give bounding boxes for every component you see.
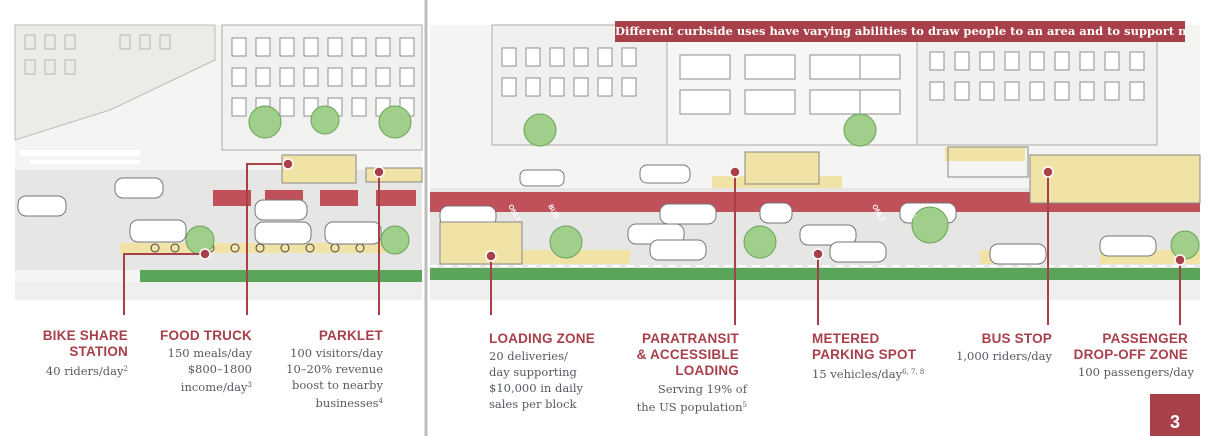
parklet-label: PARKLET — [283, 328, 383, 344]
metered-parking-desc-line-1: 15 vehicles/day — [812, 367, 903, 381]
right-bike-lane — [430, 268, 1200, 280]
dot-loading-zone — [485, 250, 497, 262]
loading-zone-label: LOADING ZONE — [489, 331, 619, 347]
leader-food-truck — [246, 163, 288, 315]
food-truck-label-line-1: FOOD TRUCK — [160, 328, 252, 343]
paratransit-label: PARATRANSIT & ACCESSIBLE LOADING — [625, 331, 739, 379]
left-trees — [248, 105, 412, 139]
food-truck-footnote: 3 — [247, 381, 252, 389]
parklet-label-line-1: PARKLET — [318, 328, 383, 343]
bus-stop-desc: 1,000 riders/day — [940, 348, 1052, 364]
bus-stop-label-line-1: BUS STOP — [981, 331, 1052, 346]
left-panel — [14, 24, 423, 300]
parklet-desc-line-4: businesses — [315, 396, 379, 410]
food-truck-desc-line-2: $800–1800 — [187, 362, 252, 376]
loading-truck — [439, 221, 523, 265]
loading-zone-desc-line-1: 20 deliveries/ — [489, 349, 568, 363]
right-sidewalk-front — [430, 280, 1200, 300]
passenger-dropoff-desc-line-1: 100 passengers/day — [1078, 365, 1194, 379]
passenger-dropoff-desc: 100 passengers/day — [1055, 364, 1194, 380]
food-truck-desc-line-3: income/day — [180, 380, 248, 394]
left-road — [15, 170, 422, 270]
dot-bus-stop — [1042, 166, 1054, 178]
banner-caption: Different curbside uses have varying abi… — [615, 21, 1185, 42]
leader-lines — [123, 163, 1181, 325]
bike-share-label: BIKE SHARE STATION — [20, 328, 128, 360]
bike-share-label-line-1: BIKE SHARE — [42, 328, 128, 343]
bus-lane — [430, 192, 1200, 212]
paratransit-label-line-1: PARATRANSIT — [642, 331, 739, 346]
dot-metered — [812, 248, 824, 260]
bike-share-footnote: 2 — [123, 365, 128, 373]
bike-share-desc: 40 riders/day2 — [20, 361, 128, 379]
left-crosswalk — [20, 150, 140, 164]
parklet-footnote: 4 — [378, 397, 383, 405]
leader-dots — [199, 158, 1186, 266]
parklet-desc-line-2: 10–20% revenue — [286, 362, 383, 376]
passenger-dropoff-label-line-1: PASSENGER — [1102, 331, 1188, 346]
leader-bike-share — [123, 253, 205, 315]
paratransit-desc: Serving 19% of the US population5 — [615, 381, 747, 415]
metered-parking-label-line-2: PARKING SPOT — [812, 347, 917, 362]
metered-parking-label-line-1: METERED — [812, 331, 880, 346]
page-number: 3 — [1150, 394, 1200, 436]
bike-share-bikes — [150, 243, 365, 253]
loading-zone-desc: 20 deliveries/ day supporting $10,000 in… — [489, 348, 619, 412]
left-sidewalk-front — [15, 282, 422, 300]
right-median-trees — [549, 206, 1200, 260]
bike-share-label-line-2: STATION — [69, 344, 128, 359]
metered-parking-footnote: 6, 7, 8 — [902, 368, 925, 376]
paratransit-label-line-2: & ACCESSIBLE — [636, 347, 739, 362]
metered-parking-label: METERED PARKING SPOT — [812, 331, 942, 363]
right-building-windows — [501, 47, 1145, 115]
left-cars — [17, 177, 382, 245]
left-buildings-far — [14, 24, 216, 141]
dot-bike-share — [199, 248, 211, 260]
right-cars — [439, 164, 1157, 265]
dot-parklet — [373, 166, 385, 178]
left-main-windows — [231, 37, 415, 117]
food-truck-desc-line-1: 150 meals/day — [167, 346, 252, 360]
dot-paratransit — [729, 166, 741, 178]
paratransit-desc-line-1: Serving 19% of — [657, 382, 747, 396]
bus-stop-desc-line-1: 1,000 riders/day — [956, 349, 1052, 363]
loading-zone-desc-line-4: sales per block — [489, 397, 577, 411]
paratransit-footnote: 5 — [742, 401, 747, 409]
bus-stop-label: BUS STOP — [950, 331, 1052, 347]
parklet-desc-line-1: 100 visitors/day — [290, 346, 383, 360]
loading-zone-desc-line-3: $10,000 in daily — [489, 381, 584, 395]
food-truck-label: FOOD TRUCK — [150, 328, 252, 344]
left-building-windows — [24, 34, 171, 75]
food-truck-vehicle — [281, 154, 357, 184]
paratransit-bus — [744, 151, 820, 185]
paratransit-desc-line-2: the US population — [636, 400, 743, 414]
parklet-desc-line-3: boost to nearby — [291, 378, 383, 392]
right-panel — [430, 24, 1201, 300]
city-bus — [1029, 154, 1201, 204]
dot-food-truck — [282, 158, 294, 170]
bike-share-desc-line-1: 40 riders/day — [45, 364, 124, 378]
dot-dropoff — [1174, 254, 1186, 266]
right-back-trees — [523, 113, 877, 147]
bus-shelter — [947, 146, 1029, 178]
metered-parking-desc: 15 vehicles/day6, 7, 8 — [812, 364, 952, 382]
parklet-desc: 100 visitors/day 10–20% revenue boost to… — [270, 345, 383, 411]
bike-share-dock — [120, 243, 390, 253]
loading-zone-desc-line-2: day supporting — [489, 365, 577, 379]
food-truck-desc: 150 meals/day $800–1800 income/day3 — [140, 345, 252, 395]
loading-zone-label-line-1: LOADING ZONE — [489, 331, 595, 346]
paratransit-label-line-3: LOADING — [675, 363, 739, 378]
left-bike-lane — [140, 270, 422, 282]
passenger-dropoff-label: PASSENGER DROP-OFF ZONE — [1060, 331, 1188, 363]
passenger-dropoff-label-line-2: DROP-OFF ZONE — [1073, 347, 1188, 362]
